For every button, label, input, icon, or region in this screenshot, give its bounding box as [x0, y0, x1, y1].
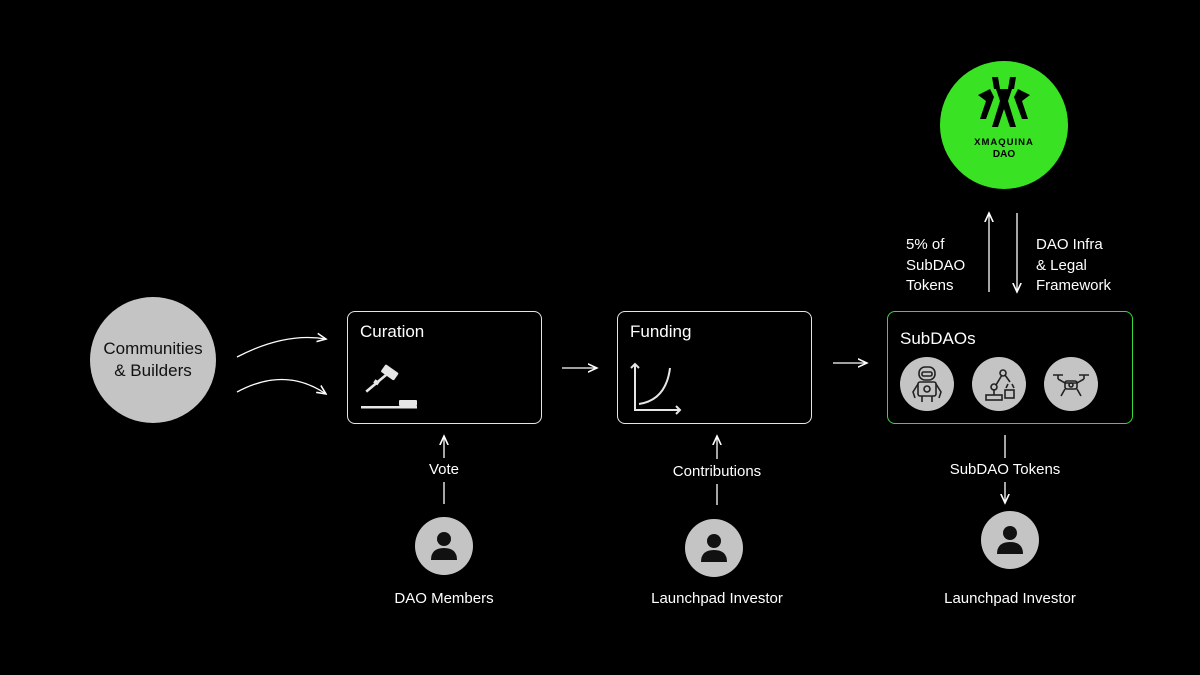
from-dao-label-line1: DAO Infra	[1036, 236, 1103, 253]
contributions-label: Contributions	[672, 463, 762, 480]
xmaquina-dao-node: XMAQUINA DAO	[940, 61, 1068, 189]
from-dao-label-line2: & Legal	[1036, 256, 1087, 274]
funding-node: Funding	[617, 311, 812, 424]
dao-sub-label: DAO	[992, 149, 1016, 160]
gavel-icon	[361, 364, 417, 409]
growth-curve-icon	[630, 362, 682, 415]
xmaquina-logo-icon	[978, 77, 1030, 127]
user-icon	[431, 532, 457, 560]
communities-label-line1: Communities	[103, 339, 203, 358]
from-dao-label-line3: Framework	[1036, 277, 1112, 294]
to-dao-label: 5% of SubDAO Tokens	[906, 235, 965, 297]
robot-arm-icon	[985, 369, 1015, 401]
curation-title: Curation	[360, 322, 425, 341]
dao-brand-label: XMAQUINA	[974, 137, 1034, 148]
user-icon	[997, 526, 1023, 554]
drone-icon	[1053, 374, 1089, 397]
launchpad-investor-label-2: Launchpad Investor	[944, 590, 1076, 607]
subdaos-title: SubDAOs	[900, 329, 976, 348]
drone-circle	[1044, 357, 1098, 411]
vote-label: Vote	[428, 461, 460, 478]
robot-icon	[912, 366, 942, 402]
funding-title: Funding	[630, 322, 692, 341]
communities-builders-node: Communities & Builders	[90, 297, 216, 423]
robot-circle	[900, 357, 954, 411]
dao-members-avatar	[415, 517, 473, 575]
to-dao-label-line2: SubDAO	[906, 256, 966, 274]
launchpad-investor-avatar-1	[685, 519, 743, 577]
robot-arm-circle	[972, 357, 1026, 411]
curation-node: Curation	[347, 311, 542, 424]
communities-to-curation-arrow-bottom	[236, 378, 326, 394]
to-dao-label-line1: 5% of	[906, 236, 945, 253]
launchpad-investor-label-1: Launchpad Investor	[651, 590, 783, 607]
subdao-tokens-label: SubDAO Tokens	[949, 461, 1061, 478]
user-icon	[701, 534, 727, 562]
dao-members-label: DAO Members	[394, 590, 494, 607]
communities-label-line2: & Builders	[114, 361, 192, 380]
from-dao-label: DAO Infra & Legal Framework	[1036, 235, 1111, 297]
subdaos-node: SubDAOs	[887, 311, 1133, 424]
communities-to-curation-arrow-top	[236, 337, 326, 358]
to-dao-label-line3: Tokens	[906, 277, 954, 294]
launchpad-investor-avatar-2	[981, 511, 1039, 569]
